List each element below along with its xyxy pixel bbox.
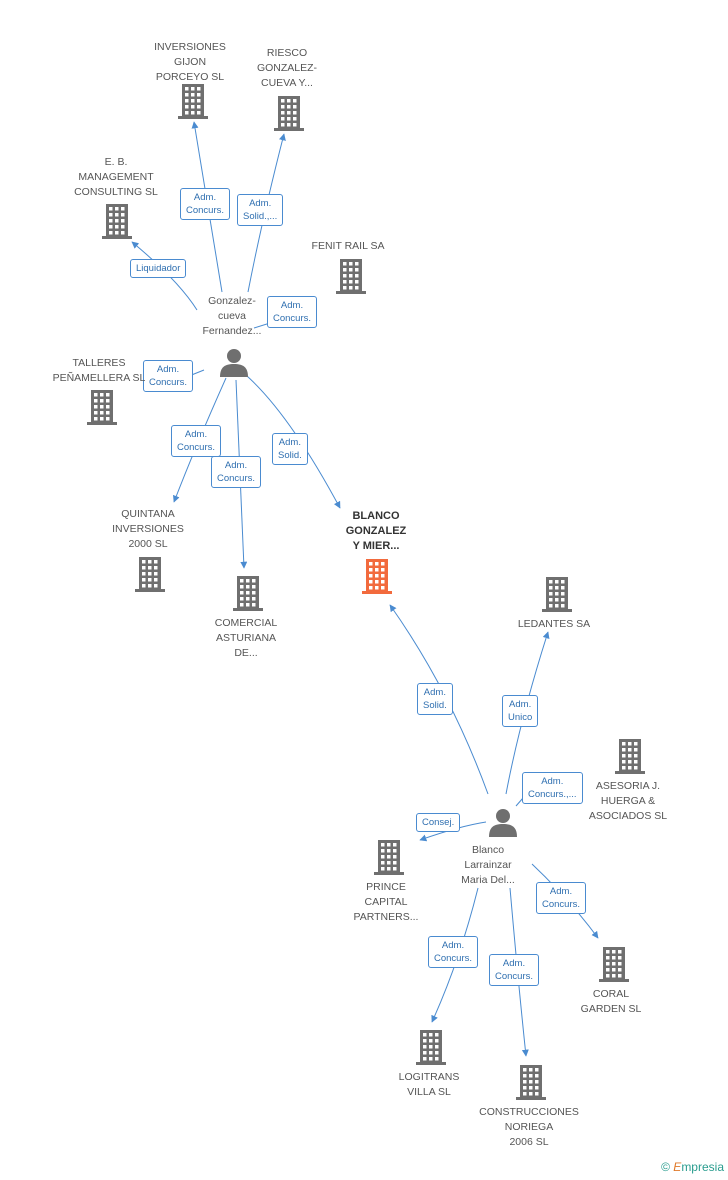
edge-label-blanco_lm-ledantes: Adm. Unico [502, 695, 539, 727]
node-label-blanco_gm[interactable]: BLANCO GONZALEZ Y MIER... [345, 510, 407, 552]
node-label-eb[interactable]: E. B. MANAGEMENT CONSULTING SL [74, 156, 158, 198]
node-label-logitrans[interactable]: LOGITRANS VILLA SL [398, 1071, 460, 1098]
node-gonzalez[interactable] [219, 347, 249, 382]
node-eb[interactable] [101, 203, 133, 244]
node-label-comercial[interactable]: COMERCIAL ASTURIANA DE... [214, 617, 278, 659]
node-label-construcciones[interactable]: CONSTRUCCIONES NORIEGA 2006 SL [479, 1106, 579, 1148]
building-icon [416, 1030, 446, 1065]
edge-label-gonzalez-comercial: Adm. Concurs. [211, 456, 262, 488]
node-construcciones[interactable] [515, 1064, 547, 1105]
node-blanco_gm[interactable] [361, 558, 393, 599]
brand-initial: E [673, 1160, 682, 1174]
edge-label-blanco_lm-construcciones: Adm. Concurs. [489, 954, 540, 986]
node-fenit[interactable] [335, 258, 367, 299]
edge-label-gonzalez-quintana: Adm. Concurs. [171, 425, 222, 457]
node-label-ledantes[interactable]: LEDANTES SA [517, 618, 591, 630]
building-icon [274, 96, 304, 131]
building-icon [87, 390, 117, 425]
edge-label-gonzalez-riesco: Adm. Solid.,... [237, 194, 284, 226]
edge-label-gonzalez-blanco_gm: Adm. Solid. [272, 433, 308, 465]
node-label-quintana[interactable]: QUINTANA INVERSIONES 2000 SL [112, 508, 184, 550]
building-icon [336, 259, 366, 294]
building-icon [135, 557, 165, 592]
edge-label-gonzalez-fenit: Adm. Concurs. [267, 296, 318, 328]
node-talleres[interactable] [86, 389, 118, 430]
node-asesoria[interactable] [614, 738, 646, 779]
building-icon [542, 577, 572, 612]
edge-label-gonzalez-inversiones: Adm. Concurs. [180, 188, 231, 220]
node-label-fenit[interactable]: FENIT RAIL SA [311, 240, 385, 252]
node-label-inversiones[interactable]: INVERSIONES GIJON PORCEYO SL [154, 41, 226, 83]
node-ledantes[interactable] [541, 576, 573, 617]
edge-label-blanco_lm-logitrans: Adm. Concurs. [428, 936, 479, 968]
building-icon [102, 204, 132, 239]
edge-label-blanco_lm-coral: Adm. Concurs. [536, 882, 587, 914]
brand-name: mpresia [681, 1160, 724, 1174]
node-label-asesoria[interactable]: ASESORIA J. HUERGA & ASOCIADOS SL [588, 780, 668, 822]
node-comercial[interactable] [232, 575, 264, 616]
node-prince[interactable] [373, 839, 405, 880]
brand-watermark: © Empresia [661, 1160, 724, 1174]
node-label-prince[interactable]: PRINCE CAPITAL PARTNERS... [353, 881, 419, 923]
edge-label-gonzalez-talleres: Adm. Concurs. [143, 360, 194, 392]
node-riesco[interactable] [273, 95, 305, 136]
node-label-riesco[interactable]: RIESCO GONZALEZ- CUEVA Y... [256, 47, 318, 89]
person-icon [489, 809, 517, 837]
building-icon [233, 576, 263, 611]
building-icon [615, 739, 645, 774]
edge-label-blanco_lm-prince: Consej. [416, 813, 461, 832]
building-icon [516, 1065, 546, 1100]
node-logitrans[interactable] [415, 1029, 447, 1070]
building-icon [178, 84, 208, 119]
node-label-talleres[interactable]: TALLERES PEÑAMELLERA SL [52, 357, 146, 384]
person-icon [220, 349, 248, 377]
building-icon [599, 947, 629, 982]
node-quintana[interactable] [134, 556, 166, 597]
node-label-gonzalez[interactable]: Gonzalez- cueva Fernandez... [202, 295, 262, 337]
copyright-icon: © [661, 1160, 670, 1174]
node-blanco_lm[interactable] [488, 807, 518, 842]
building-icon [362, 559, 392, 594]
node-label-blanco_lm[interactable]: Blanco Larrainzar Maria Del... [461, 844, 515, 886]
building-icon [374, 840, 404, 875]
node-label-coral[interactable]: CORAL GARDEN SL [580, 988, 642, 1015]
edge-gonzalez-eb [131, 241, 198, 311]
node-inversiones[interactable] [177, 83, 209, 124]
edge-label-blanco_lm-blanco_gm: Adm. Solid. [417, 683, 453, 715]
edge-label-blanco_lm-asesoria: Adm. Concurs.,... [522, 772, 583, 804]
edge-gonzalez-blanco_gm [246, 375, 341, 509]
edge-label-gonzalez-eb: Liquidador [130, 259, 187, 278]
node-coral[interactable] [598, 946, 630, 987]
